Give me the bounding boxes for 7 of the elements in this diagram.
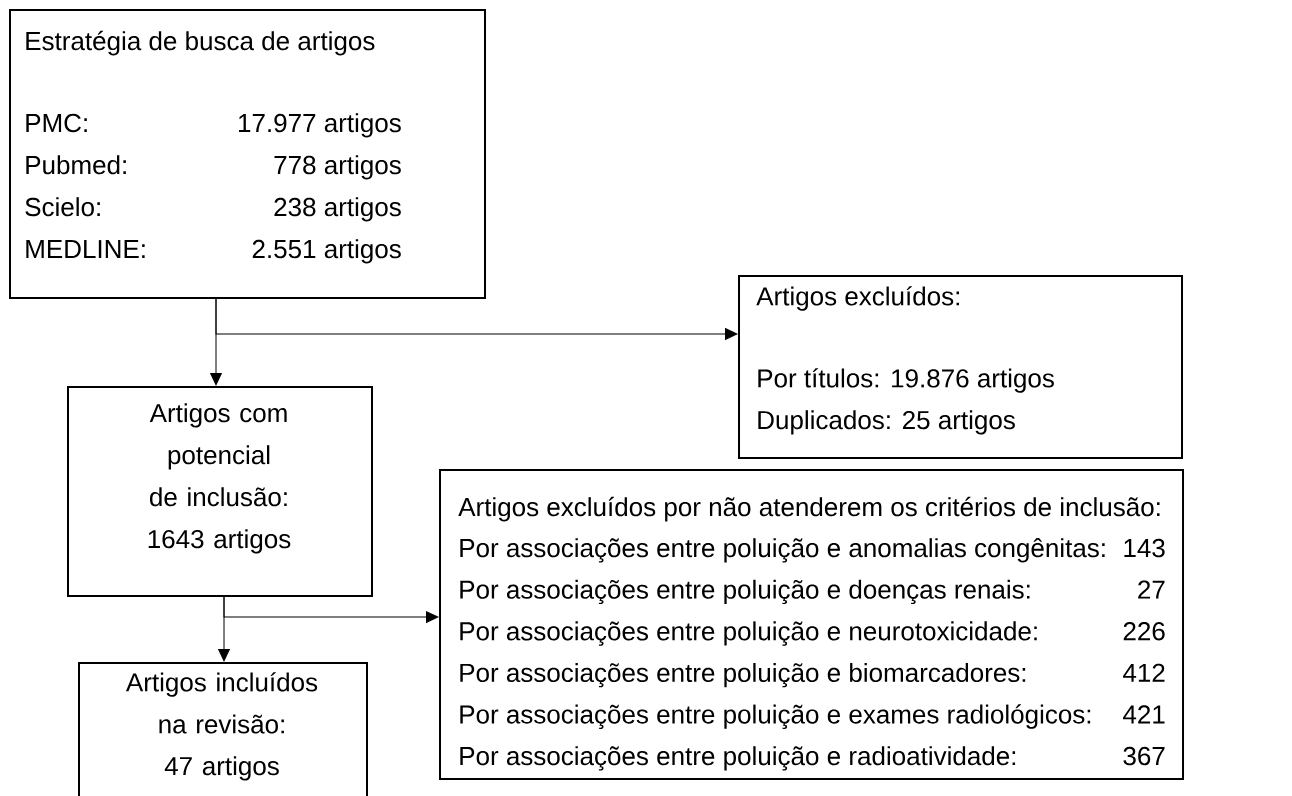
process-box: Artigos excluídos: Por títulos: 19.876 artigos Duplicados: 25 artigos [738,275,1183,459]
arrow [223,596,439,623]
process-box: Artigos incluídos na revisão: 47 artigos [78,662,368,796]
process-box: Artigos excluídos por não atenderem os critérios de inclusão: Por associações entre poluição e anomalias congênitas: 143 Por associações entre poluição e doenças renais: 27 Por associações entre poluição e neurotoxicidade: 226 Por associações entre poluição e biomarcadores: 412 Por associações entre poluição e exames radiológicos: 421 Por associações entre poluição e radioatividade: 367 [439,469,1184,780]
arrow [215,298,738,340]
process-box: Artigos com potencial de inclusão: 1643 artigos [67,386,373,597]
process-box: Estratégia de busca de artigos PMC: 17.977 artigos Pubmed: 778 artigos Scielo: 238 artigos MEDLINE: 2.551 artigos [9,9,486,299]
